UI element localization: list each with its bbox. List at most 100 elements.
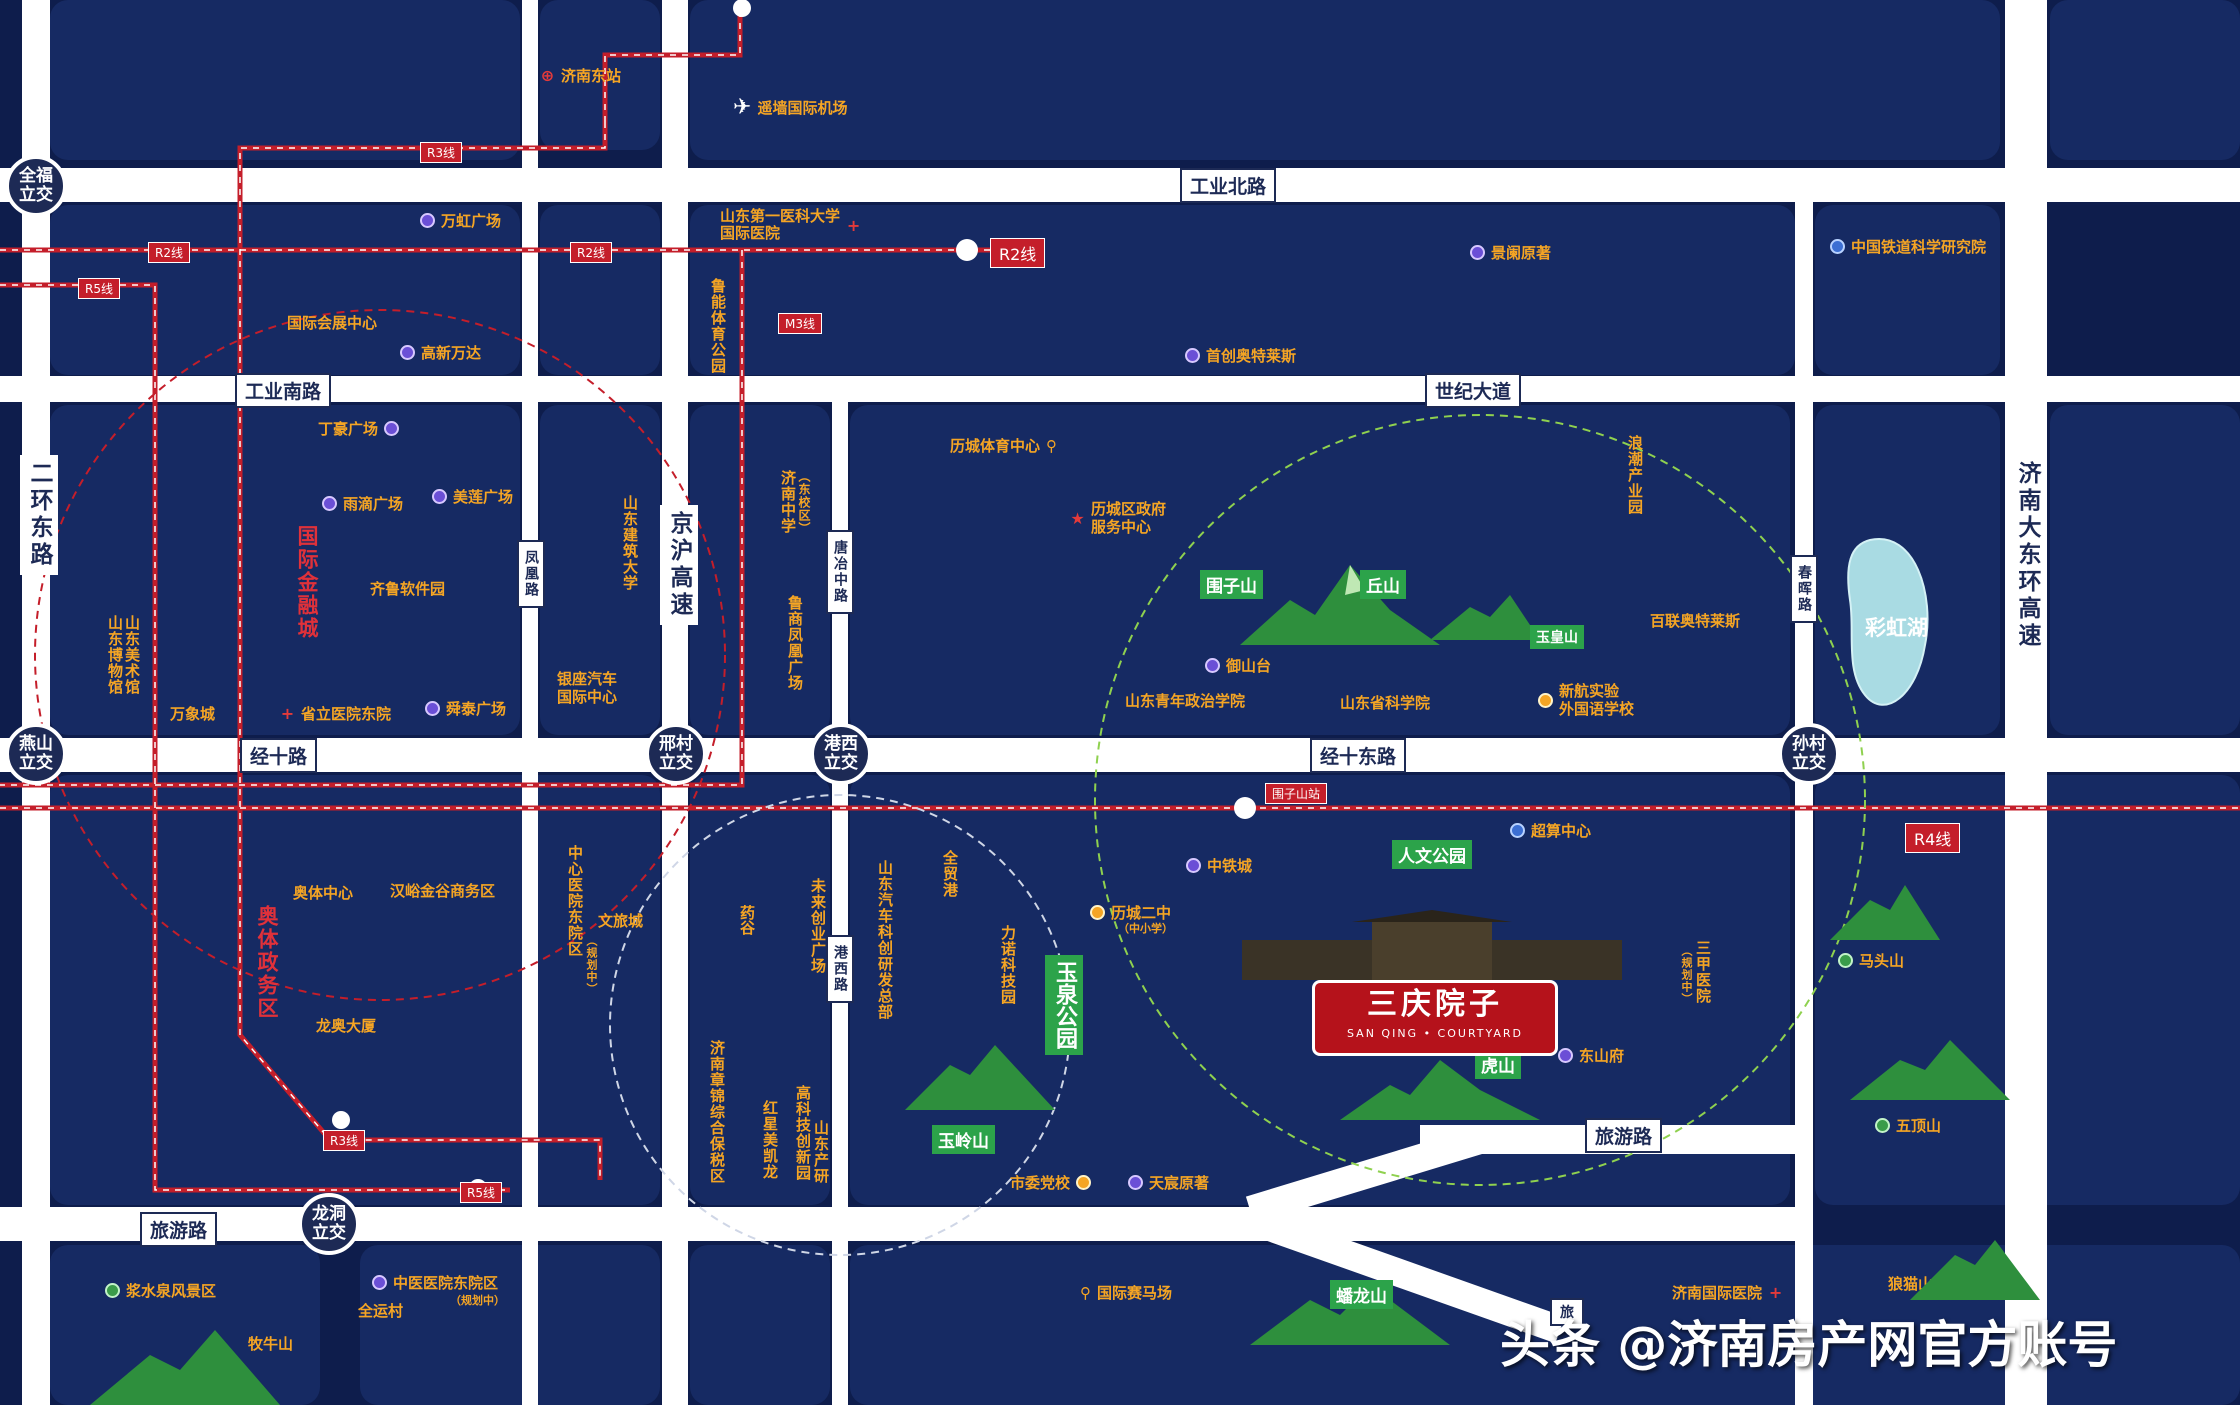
poi-licheng-gov: ★历城区政府 服务中心 — [1070, 500, 1167, 536]
block — [540, 405, 660, 735]
hospital-icon — [372, 1275, 387, 1290]
poi-licheng2-sub: （中小学） — [1118, 922, 1173, 935]
road-label-jingshi-dong: 经十东路 — [1310, 738, 1407, 773]
building-icon — [1186, 858, 1201, 873]
vpoi-quanmao: 全贸港 — [941, 850, 959, 898]
building-icon — [1470, 245, 1485, 260]
poi-zhongtiecheng: 中铁城 — [1186, 855, 1252, 876]
poi-yudi: 雨滴广场 — [322, 493, 403, 514]
building-icon — [1558, 1048, 1573, 1063]
road-label-lvyou-bottom: 旅 — [1550, 1298, 1584, 1326]
vpoi-sanjia-sub: （规划中） — [1680, 945, 1693, 1005]
poi-jinan-east: ⊕济南东站 — [540, 66, 622, 85]
road-label-jinan-dadong: 济南大东环高速 — [2008, 455, 2046, 656]
road-erhuan — [22, 0, 50, 1405]
runner-icon: ⚲ — [1046, 436, 1058, 455]
road-label-gongye-bei: 工业北路 — [1180, 168, 1277, 203]
poi-yinzuo-auto: 银座汽车 国际中心 — [557, 670, 618, 706]
vpoi-art-museum: 山东美术馆 — [123, 615, 141, 695]
zone-intl-finance: 国际金融城 — [295, 525, 319, 640]
node-quanfu: 全福 立交 — [5, 155, 67, 217]
road-label-lvyou: 旅游路 — [140, 1212, 218, 1247]
node-yanshan: 燕山 立交 — [5, 723, 67, 785]
metro-r3-top: R3线 — [420, 142, 462, 163]
road-label-erhuan: 二环东路 — [20, 455, 58, 575]
vpoi-lushang: 鲁商凤凰广场 — [786, 595, 804, 691]
plane-icon: ✈ — [733, 95, 752, 120]
mountain-huashan — [1340, 1060, 1540, 1120]
node-gangxi: 港西 立交 — [810, 723, 872, 785]
road-tangzhi-zhong — [832, 402, 848, 1405]
poi-licheng-sports: 历城体育中心⚲ — [950, 436, 1058, 456]
star-icon: ★ — [1070, 508, 1085, 528]
block — [540, 0, 660, 150]
poi-shouchuang: 首创奥特莱斯 — [1185, 345, 1296, 366]
poi-jinglan: 景阑原著 — [1470, 242, 1551, 263]
road-jinghu — [662, 0, 688, 1405]
metro-r4: R4线 — [1905, 823, 1961, 853]
poi-racecourse: ⚲国际赛马场 — [1080, 1283, 1173, 1303]
poi-quanyun: 全运村 — [358, 1302, 404, 1320]
vpoi-zhongxin-sub: （规划中） — [585, 935, 598, 995]
hospital-icon: + — [846, 215, 861, 235]
mountain-niuniu — [90, 1330, 280, 1405]
zone-aoti: 奥体政务区 — [255, 905, 279, 1020]
poi-bailian: 百联奥特莱斯 — [1650, 612, 1741, 630]
poi-yushan-tai: 御山台 — [1205, 655, 1271, 676]
road-label-shiji: 世纪大道 — [1425, 373, 1522, 408]
poi-youth-college: 山东青年政治学院 — [1125, 692, 1246, 710]
road-gongye-nan — [0, 376, 2240, 402]
poi-matou: 马头山 — [1838, 950, 1904, 971]
block — [690, 0, 2000, 160]
mountain-panlong — [1250, 1285, 1450, 1345]
mountain-wuding — [1850, 1040, 2010, 1100]
road-jinan-dadong — [2005, 0, 2047, 1405]
mountain-icon — [105, 1283, 120, 1298]
park-yuquan: 玉泉公园 — [1045, 955, 1083, 1055]
school-icon — [1538, 692, 1553, 708]
park-panlong: 蟠龙山 — [1330, 1280, 1393, 1309]
vpoi-hongxing: 红星美凯龙 — [761, 1100, 779, 1180]
vpoi-zhongxin-hosp: 中心医院东院区 — [566, 845, 584, 957]
vpoi-luneng: 鲁能体育公园 — [709, 278, 727, 374]
road-chunhui — [1795, 202, 1813, 1405]
metro-r2-main: R2线 — [990, 238, 1046, 268]
rainbow-lake — [1847, 537, 1929, 706]
mountain-icon — [1875, 1118, 1890, 1133]
poi-wenlv: 文旅城 — [598, 912, 644, 930]
poi-tianchen: 天宸原著 — [1128, 1172, 1209, 1193]
metro-r5-top: R5线 — [78, 278, 120, 299]
metro-r3-bottom: R3线 — [323, 1130, 365, 1151]
vpoi-sd-keji2: 山东产研 — [812, 1120, 830, 1184]
vpoi-sd-auto: 山东汽车科创研发总部 — [876, 860, 894, 1020]
lake-label: 彩虹湖 — [1865, 616, 1928, 640]
mall-icon — [1185, 348, 1200, 363]
poi-jiangshui: 浆水泉风景区 — [105, 1280, 216, 1301]
poi-provincial-hosp: +省立医院东院 — [280, 704, 392, 723]
poi-aoti: 奥体中心 — [293, 884, 354, 902]
building-icon — [1205, 658, 1220, 673]
project-name: 三庆院子 — [1367, 987, 1503, 1022]
project-name-en: SAN QING • COURTYARD — [1346, 1027, 1524, 1040]
poi-dongshan: 东山府 — [1558, 1045, 1624, 1066]
vpoi-sd-keji: 高科技创新园 — [794, 1085, 812, 1181]
park-qiushan: 丘山 — [1360, 570, 1406, 599]
poi-chaosuan: 超算中心 — [1510, 820, 1591, 841]
poi-zhongyi-sub: （规划中） — [450, 1294, 505, 1307]
block — [50, 405, 520, 735]
metro-m3: M3线 — [778, 313, 822, 334]
road-label-jinghu: 京沪高速 — [660, 505, 698, 625]
poi-exhibition: 国际会展中心 — [287, 314, 378, 332]
mountain-langmao — [1910, 1240, 2040, 1300]
hospital-icon: + — [1768, 1283, 1783, 1302]
building-icon — [1128, 1175, 1143, 1190]
project-gate-icon — [1242, 910, 1622, 980]
node-xingcun: 邢村 立交 — [645, 723, 707, 785]
metro-r2-a: R2线 — [148, 242, 190, 263]
building-icon — [1510, 823, 1525, 838]
metro-r2-b: R2线 — [570, 242, 612, 263]
poi-wanhong: 万虹广场 — [420, 210, 501, 231]
road-label-chunhui: 春晖路 — [1790, 555, 1818, 623]
vpoi-langchao: 浪潮产业园 — [1626, 435, 1644, 515]
